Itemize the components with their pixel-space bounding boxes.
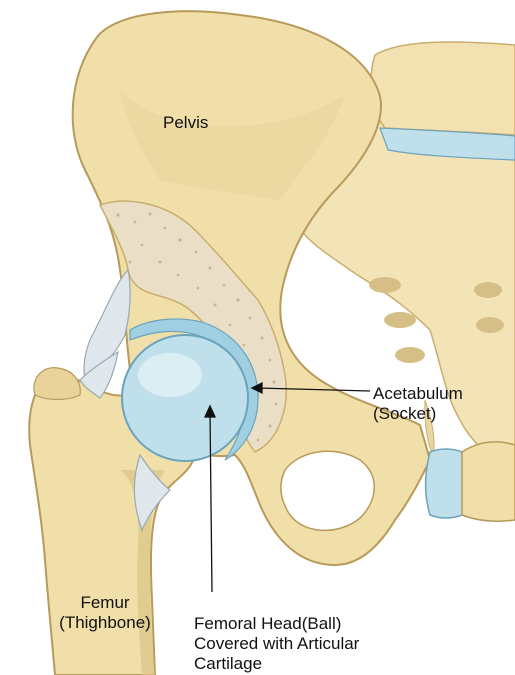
sacral-foramen: [384, 312, 416, 328]
greater-trochanter: [34, 368, 80, 400]
femur-sublabel: (Thighbone): [50, 613, 160, 632]
femoral-head-label-line3: Cartilage: [194, 654, 262, 673]
sacral-foramen: [395, 347, 425, 363]
acetabulum-sublabel: (Socket): [373, 404, 436, 423]
femoral-head-highlight: [138, 353, 202, 397]
pelvis-label: Pelvis: [163, 113, 208, 132]
obturator-foramen: [281, 451, 374, 530]
acetabulum-label: Acetabulum: [373, 384, 463, 403]
sacral-foramen: [474, 282, 502, 298]
femoral-head-label-line2: Covered with Articular: [194, 634, 359, 653]
femur-label: Femur: [50, 593, 160, 612]
femoral-head-cartilage: [122, 335, 248, 461]
opposite-pubis: [462, 442, 515, 521]
sacral-foramen: [476, 317, 504, 333]
lumbar-vertebra: [371, 42, 515, 135]
pubic-symphysis: [426, 449, 467, 518]
sacral-foramen: [369, 277, 401, 293]
femoral-head-label: Femoral Head(Ball): [194, 614, 341, 633]
